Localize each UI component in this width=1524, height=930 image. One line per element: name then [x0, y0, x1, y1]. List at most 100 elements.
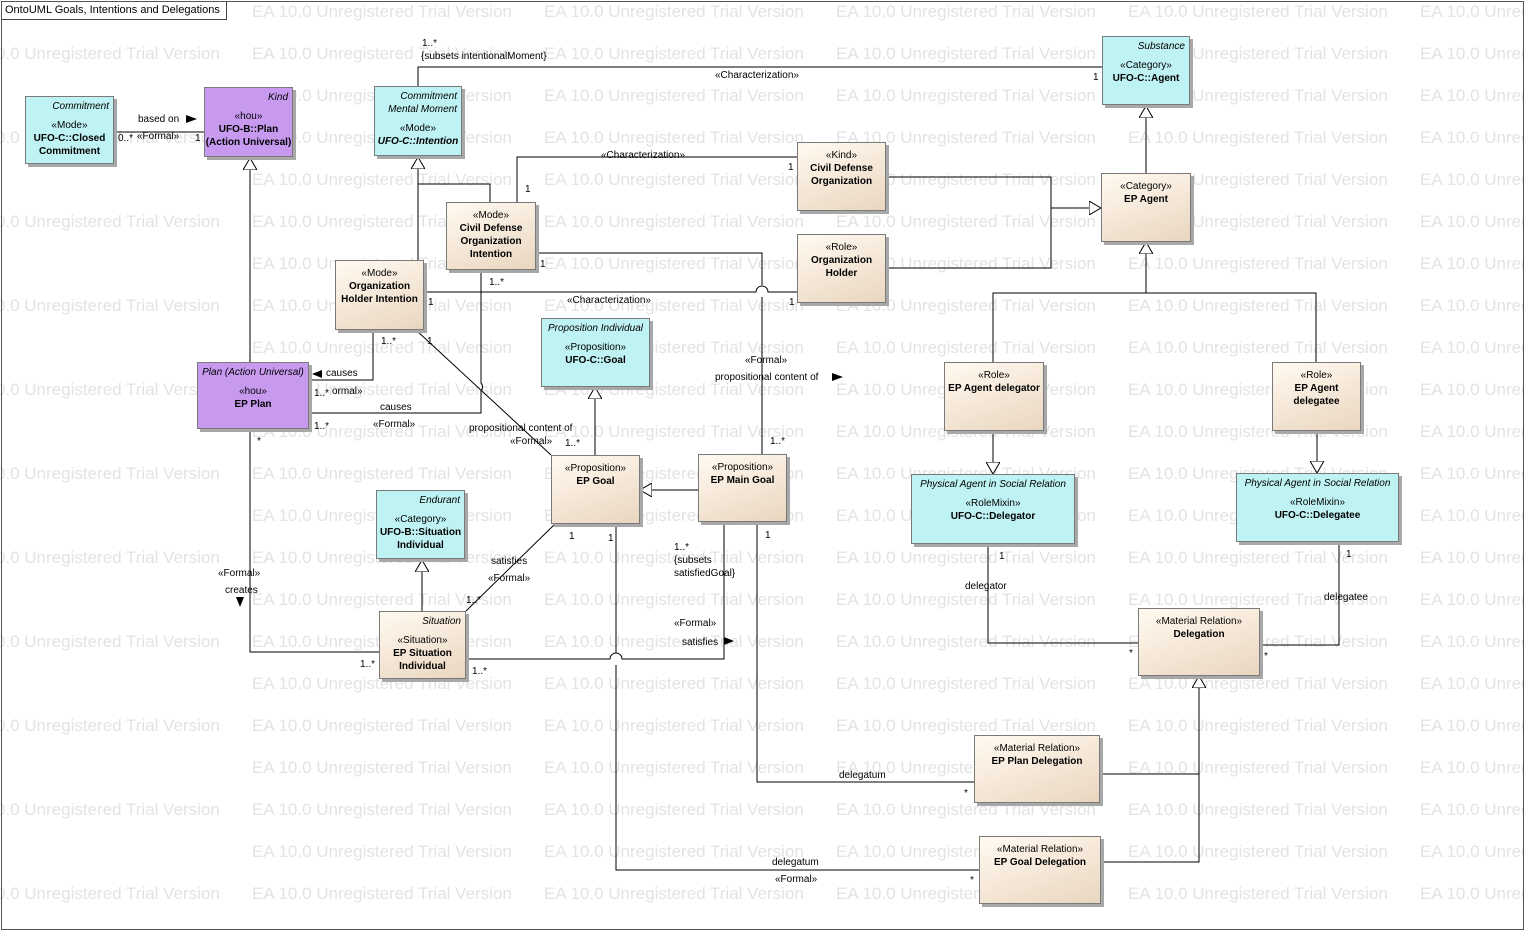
gen-plan-delegation: [1100, 676, 1199, 775]
class-ep-plan-delegation[interactable]: «Material Relation» EP Plan Delegation: [974, 735, 1100, 803]
label-delegatee-one: 1: [1346, 549, 1352, 560]
label-ohi-one: 1: [428, 297, 434, 308]
gen-goal-delegation: [1101, 774, 1200, 863]
label-characterization-cd: «Characterization»: [601, 150, 685, 161]
label-characterization-oh: «Characterization»: [567, 295, 651, 306]
assoc-cd-causes: [310, 270, 483, 414]
class-civil-defense-org[interactable]: «Kind» Civil Defense Organization: [797, 142, 886, 211]
label-formal-based-on: «Formal»: [137, 131, 180, 142]
class-org-holder-intention[interactable]: «Mode» Organization Holder Intention: [335, 260, 424, 330]
causes-arrow-1: [312, 370, 322, 378]
label-cdi-one: 1: [525, 184, 531, 195]
class-ep-situation[interactable]: Situation «Situation» EP Situation Indiv…: [379, 611, 466, 679]
label-formal-satisfies-2: «Formal»: [674, 618, 717, 629]
class-situation-individual[interactable]: Endurant «Category» UFO-B::Situation Ind…: [376, 490, 465, 559]
label-formal-cut: ormal»: [332, 386, 363, 397]
class-delegatee[interactable]: Physical Agent in Social Relation «RoleM…: [1236, 473, 1399, 542]
satisfies-arrow: [724, 637, 734, 645]
class-ep-main-goal[interactable]: «Proposition» EP Main Goal: [698, 454, 787, 522]
label-cdi-one-right: 1: [540, 259, 546, 270]
label-delegatum-goal: delegatum: [772, 857, 819, 868]
label-characterization-agent: «Characterization»: [715, 70, 799, 81]
gen-roles-to-ep-agent: [992, 242, 1317, 362]
assoc-delegator: [987, 544, 1138, 644]
assoc-situation-satisfies-main: [466, 525, 725, 660]
assoc-oh-prop-content: [415, 329, 552, 456]
label-subsets-intentional: {subsets intentionalMoment}: [421, 51, 547, 62]
label-delegatee: delegatee: [1324, 592, 1368, 603]
label-formal-causes: «Formal»: [373, 419, 416, 430]
label-sit-one-many-3: 1..*: [360, 659, 376, 670]
label-plan-del-star: *: [964, 788, 968, 799]
assoc-cd-characterization: [516, 156, 797, 202]
label-delegator-one: 1: [999, 551, 1005, 562]
label-plan-star: *: [257, 436, 261, 447]
class-delegator[interactable]: Physical Agent in Social Relation «RoleM…: [911, 474, 1075, 544]
label-plan-one-many-2: 1..*: [314, 421, 330, 432]
label-sit-one-many-2: 1..*: [472, 666, 488, 677]
label-plan-one-many-1: 1..*: [314, 388, 330, 399]
class-org-holder[interactable]: «Role» Organization Holder: [797, 234, 886, 303]
class-ep-agent[interactable]: «Category» EP Agent: [1101, 173, 1191, 242]
class-ep-plan[interactable]: Plan (Action Universal) «hou» EP Plan: [197, 362, 309, 429]
label-formal-satisfies-1: «Formal»: [488, 573, 531, 584]
label-creates: creates: [225, 585, 258, 596]
label-delegator: delegator: [965, 581, 1007, 592]
class-ep-goal[interactable]: «Proposition» EP Goal: [551, 455, 640, 524]
label-one-plan: 1: [195, 133, 201, 144]
label-zero-many: 0..*: [118, 133, 134, 144]
label-satisfies-2: satisfies: [682, 637, 719, 648]
based-on-arrow: [186, 115, 197, 123]
label-intention-one-many: 1..*: [422, 38, 438, 49]
class-delegation[interactable]: «Material Relation» Delegation: [1138, 608, 1260, 676]
label-main-one-many-2: 1..*: [674, 542, 690, 553]
assoc-oh-causes: [310, 330, 374, 381]
class-agent[interactable]: Substance «Category» UFO-C::Agent: [1102, 36, 1190, 105]
label-oh-one: 1: [789, 297, 795, 308]
gen-cdo-to-ep-agent: [886, 176, 1101, 208]
gen-oh-to-ep-agent: [886, 208, 1052, 269]
class-cd-org-intention[interactable]: «Mode» Civil Defense Organization Intent…: [446, 202, 536, 270]
assoc-delegatee: [1260, 542, 1340, 646]
class-ep-goal-delegation[interactable]: «Material Relation» EP Goal Delegation: [979, 836, 1101, 904]
label-causes-2: causes: [380, 402, 412, 413]
label-sit-one-many: 1..*: [466, 595, 482, 606]
label-based-on: based on: [138, 114, 180, 125]
label-delegator-star: *: [1129, 648, 1133, 659]
prop-content-arrow: [832, 373, 843, 381]
label-prop-content-goal: propositional content of: [469, 423, 573, 434]
assoc-plan-creates-situation: [249, 429, 379, 653]
label-goal-one-many: 1..*: [565, 438, 581, 449]
assoc-intention-agent: [417, 66, 1102, 86]
label-goal-del-star: *: [970, 875, 974, 886]
label-formal-creates: «Formal»: [218, 568, 261, 579]
gen-cd-intention: [418, 183, 491, 202]
creates-arrow: [236, 597, 244, 607]
label-ohi-one-many: 1..*: [381, 336, 397, 347]
class-goal[interactable]: Proposition Individual «Proposition» UFO…: [541, 318, 650, 387]
class-plan-universal[interactable]: Kind «hou» UFO-B::Plan (Action Universal…: [204, 87, 293, 157]
label-main-one: 1: [765, 530, 771, 541]
label-agent-one: 1: [1093, 72, 1099, 83]
diagram-title: OntoUML Goals, Intentions and Delegation…: [2, 2, 227, 20]
label-oh-one-many: 1..*: [489, 277, 505, 288]
assoc-main-goal-delegatum: [756, 522, 974, 783]
label-goal-one-a: 1: [569, 531, 575, 542]
label-delegatee-star: *: [1264, 651, 1268, 662]
label-formal-goal-del: «Formal»: [775, 874, 818, 885]
assoc-cd-main-goal: [536, 252, 763, 455]
assoc-oh-characterization: [424, 285, 797, 293]
class-closed-commitment[interactable]: Commitment «Mode» UFO-C::Closed Commitme…: [25, 96, 114, 164]
label-formal-main: «Formal»: [745, 355, 788, 366]
assoc-goal-delegatum: [615, 524, 979, 871]
label-formal-prop-goal: «Formal»: [510, 436, 553, 447]
class-ep-agent-delegatee[interactable]: «Role» EP Agent delegatee: [1272, 362, 1361, 431]
label-delegatum-plan: delegatum: [839, 770, 886, 781]
class-ep-agent-delegator[interactable]: «Role» EP Agent delegator: [944, 362, 1044, 431]
label-prop-content-main: propositional content of: [715, 372, 819, 383]
label-ohi-one-low: 1: [427, 336, 433, 347]
class-intention[interactable]: Commitment Mental Moment «Mode» UFO-C::I…: [374, 86, 462, 156]
label-subsets-satisfied-1: {subsets: [674, 555, 712, 566]
